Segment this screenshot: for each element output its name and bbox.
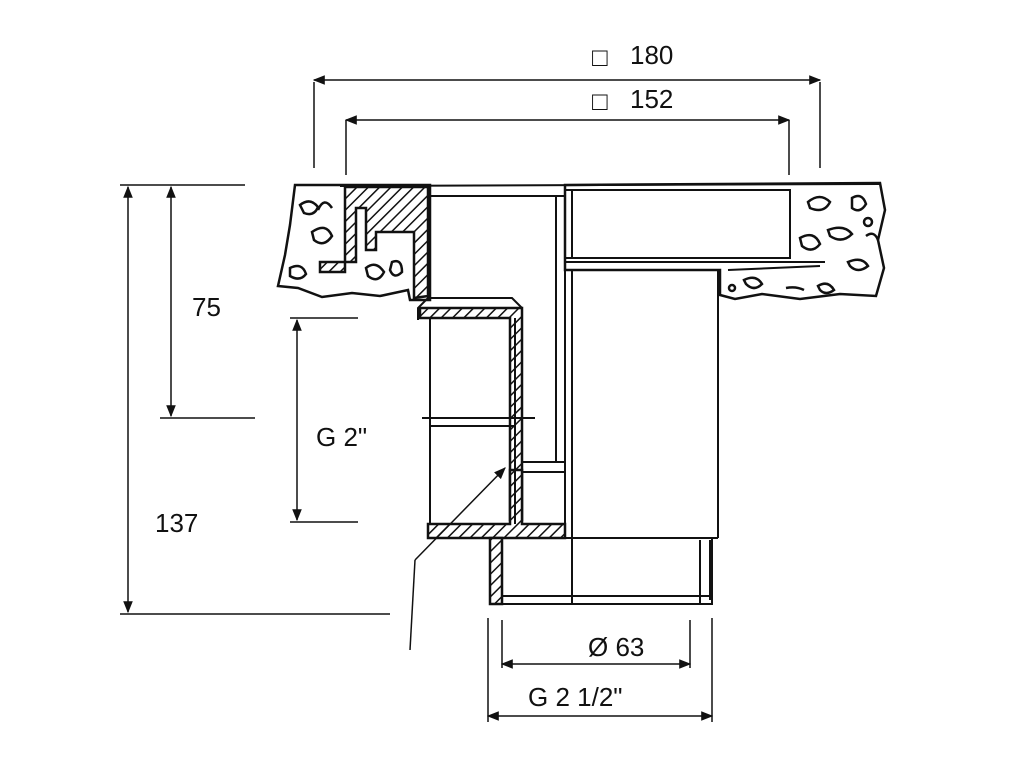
dimension-outer-width: □ 180	[312, 40, 822, 168]
dimension-outlet-diameter: Ø 63	[500, 620, 692, 669]
outer-width-label: 180	[630, 40, 673, 70]
gasket-leader	[409, 467, 506, 651]
inner-width-symbol: □	[592, 86, 608, 116]
dimension-upper-thread: G 2"	[290, 317, 367, 523]
total-depth-label: 137	[155, 508, 198, 538]
outer-width-symbol: □	[592, 42, 608, 72]
outlet-diameter-label: Ø 63	[588, 632, 644, 662]
lower-thread-label: G 2 1/2"	[528, 682, 623, 712]
dimension-upper-depth: 75	[160, 185, 255, 419]
inner-width-label: 152	[630, 84, 673, 114]
drain-body	[339, 183, 881, 605]
dimension-total-depth: 137	[120, 184, 390, 615]
dimension-inner-width: □ 152	[344, 84, 791, 175]
upper-depth-label: 75	[192, 292, 221, 322]
dimension-lower-thread: G 2 1/2"	[486, 618, 714, 722]
upper-thread-label: G 2"	[316, 422, 367, 452]
hatched-sections	[318, 185, 567, 606]
concrete-slab	[276, 181, 887, 302]
